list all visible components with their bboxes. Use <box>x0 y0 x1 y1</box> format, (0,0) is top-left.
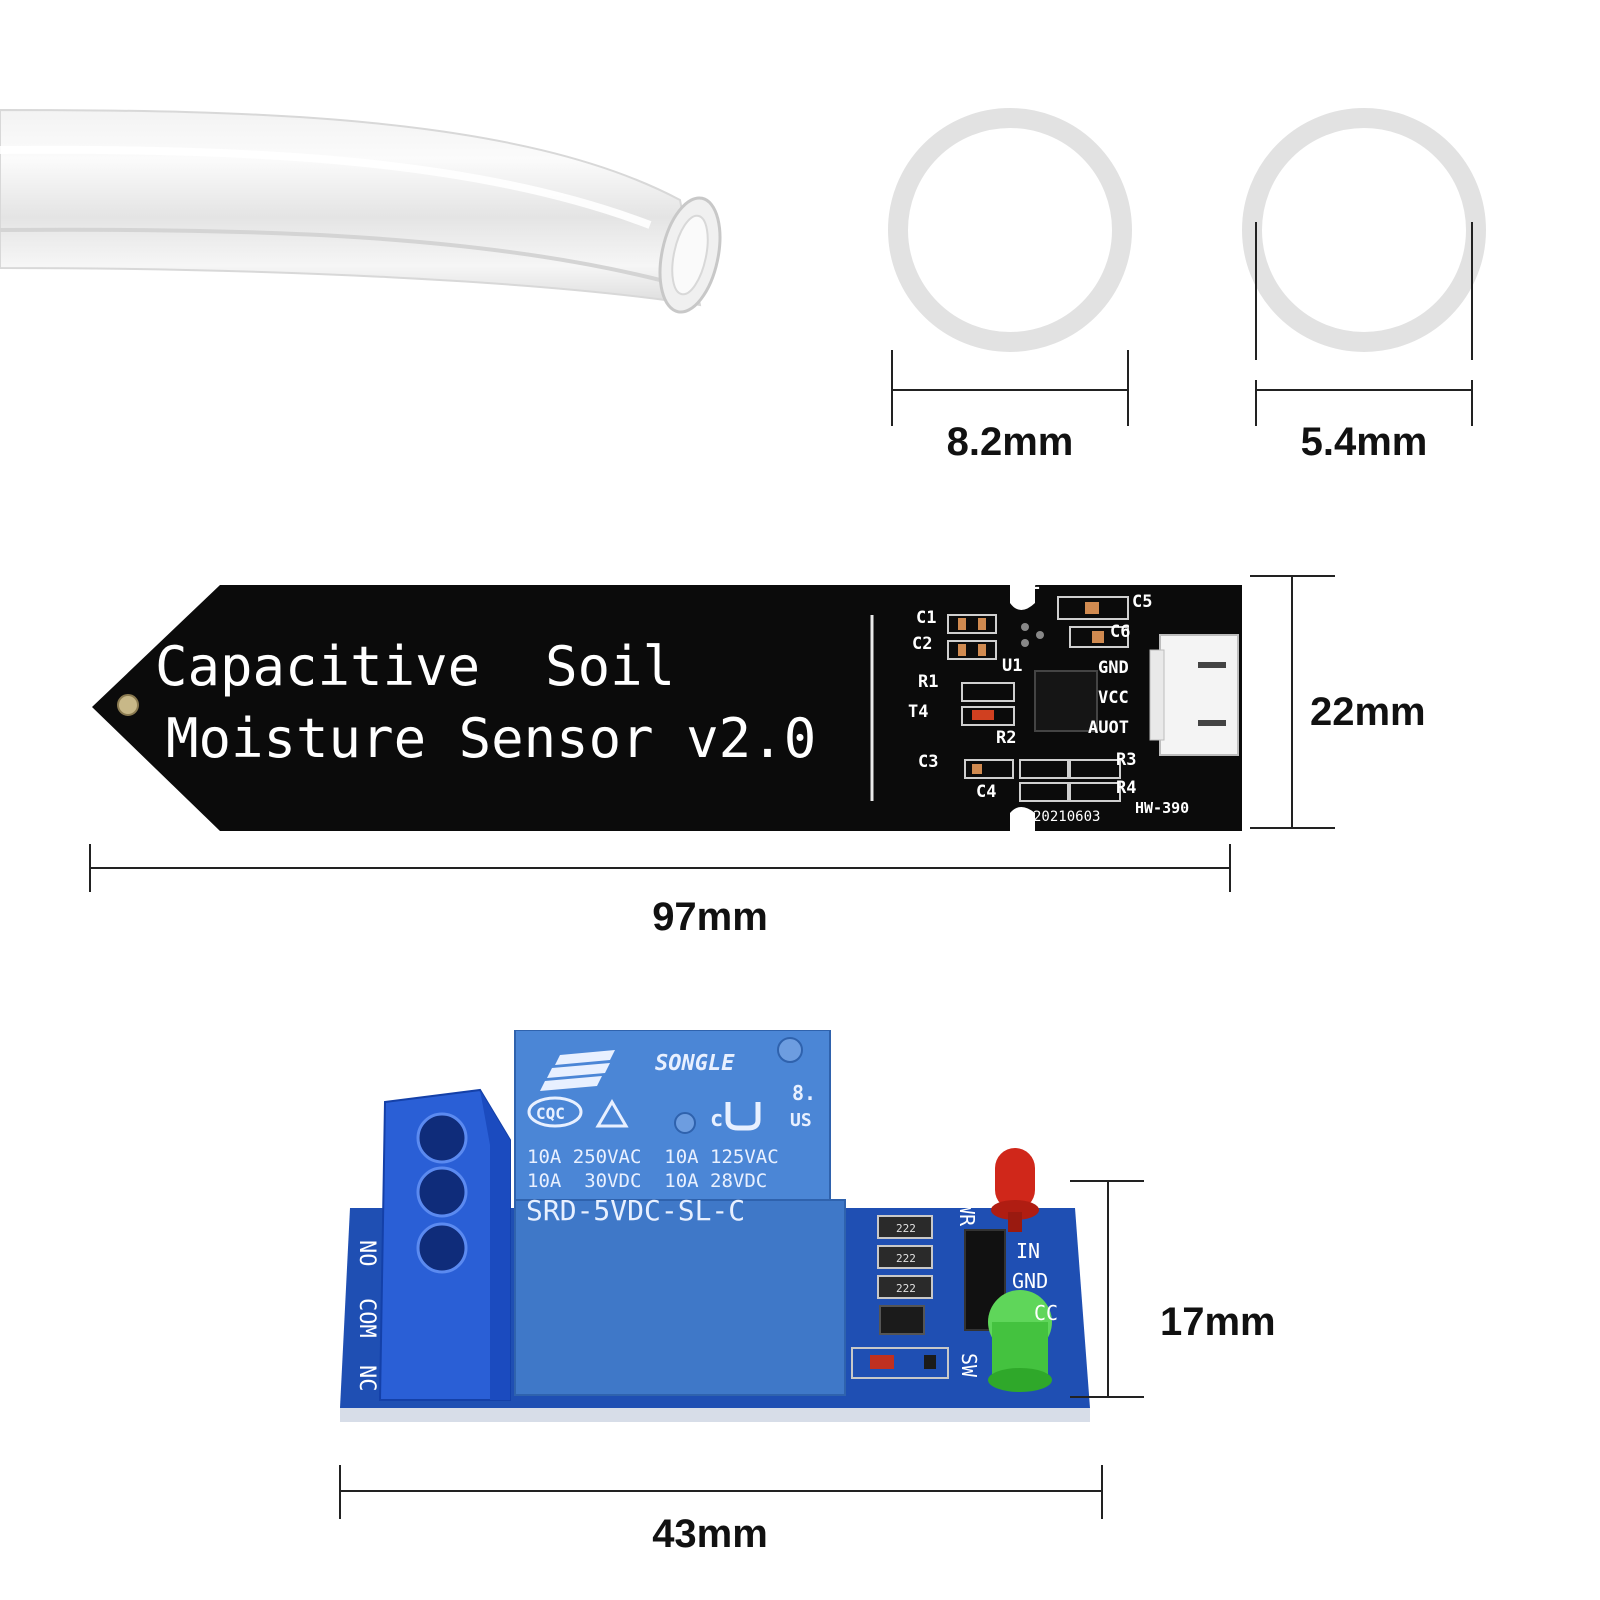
relay-length-label: 43mm <box>652 1512 768 1556</box>
led-green-icon <box>988 1290 1052 1392</box>
relay-height-dimension-line <box>1070 1180 1144 1398</box>
pin-label-in: IN <box>1016 1239 1040 1263</box>
led-label-pwr: PWR <box>955 1190 979 1227</box>
label-c1: C1 <box>916 608 936 628</box>
sensor-width-label: 22mm <box>1310 690 1426 734</box>
relay-brand: SONGLE <box>655 1051 735 1076</box>
sensor-length-dimension-line <box>89 844 1231 892</box>
inner-diameter-dimension-line <box>1255 380 1473 426</box>
sensor-date-code: 20210603 <box>1033 809 1100 825</box>
sensor-length-label: 97mm <box>652 895 768 939</box>
terminal-label-no: NO <box>354 1240 379 1267</box>
label-u1: U1 <box>1002 656 1022 676</box>
label-t4: T4 <box>908 702 928 722</box>
relay-cqc-mark: CQC <box>536 1104 565 1123</box>
warning-triangle-icon <box>595 1099 629 1128</box>
label-r2: R2 <box>996 728 1016 748</box>
sensor-title-line1: Capacitive Soil <box>155 635 675 698</box>
terminal-label-nc: NC <box>354 1365 379 1392</box>
label-r4: R4 <box>1116 778 1136 798</box>
tube-inner-cross-section <box>1242 108 1486 360</box>
tubing-image <box>0 108 722 314</box>
soil-moisture-sensor: Capacitive Soil Moisture Sensor v2.0 U2 … <box>92 575 1242 831</box>
led-label-sw: SW <box>957 1353 981 1378</box>
resistor-code-3: 222 <box>896 1282 916 1295</box>
label-c2: C2 <box>912 634 932 654</box>
relay-height-label: 17mm <box>1160 1300 1276 1344</box>
relay-module: NO COM NC SONGLE CQC c 8. US 10A 250VAC … <box>340 1030 1090 1422</box>
pin-label-vcc: CC <box>1034 1301 1058 1325</box>
resistor-code-1: 222 <box>896 1222 916 1235</box>
label-r1: R1 <box>918 672 938 692</box>
terminal-label-com: COM <box>354 1298 379 1338</box>
relay-cert-number: 8. <box>792 1081 816 1105</box>
label-c5: C5 <box>1132 592 1152 612</box>
relay-rating-line2: 10A 30VDC 10A 28VDC <box>527 1170 767 1192</box>
mounting-hole-icon <box>117 694 139 716</box>
outer-diameter-label: 8.2mm <box>946 420 1074 464</box>
label-r3: R3 <box>1116 750 1136 770</box>
pin-label-gnd: GND <box>1012 1269 1048 1293</box>
label-c3: C3 <box>918 752 938 772</box>
relay-cert-c: c <box>710 1107 723 1132</box>
sensor-title-line2: Moisture Sensor v2.0 <box>166 707 816 770</box>
label-c6: C6 <box>1110 622 1130 642</box>
resistor-code-2: 222 <box>896 1252 916 1265</box>
ur-mark-icon <box>725 1102 761 1131</box>
tube-outer-cross-section <box>888 108 1132 352</box>
label-c4: C4 <box>976 782 996 802</box>
pin-label-gnd: GND <box>1098 658 1129 678</box>
outer-diameter-dimension-line <box>891 350 1129 426</box>
sensor-width-dimension-line <box>1250 575 1335 829</box>
pin-label-auot: AUOT <box>1088 718 1129 738</box>
sensor-model: HW-390 <box>1135 799 1189 817</box>
relay-rating-line1: 10A 250VAC 10A 125VAC <box>527 1146 779 1168</box>
inner-diameter-label: 5.4mm <box>1300 420 1428 464</box>
relay-model: SRD-5VDC-SL-C <box>526 1194 745 1227</box>
label-u2: U2 <box>1020 575 1040 594</box>
led-red-icon <box>991 1148 1039 1232</box>
pin-label-vcc: VCC <box>1098 688 1129 708</box>
relay-length-dimension-line <box>339 1465 1103 1519</box>
relay-cert-us: US <box>790 1110 812 1131</box>
